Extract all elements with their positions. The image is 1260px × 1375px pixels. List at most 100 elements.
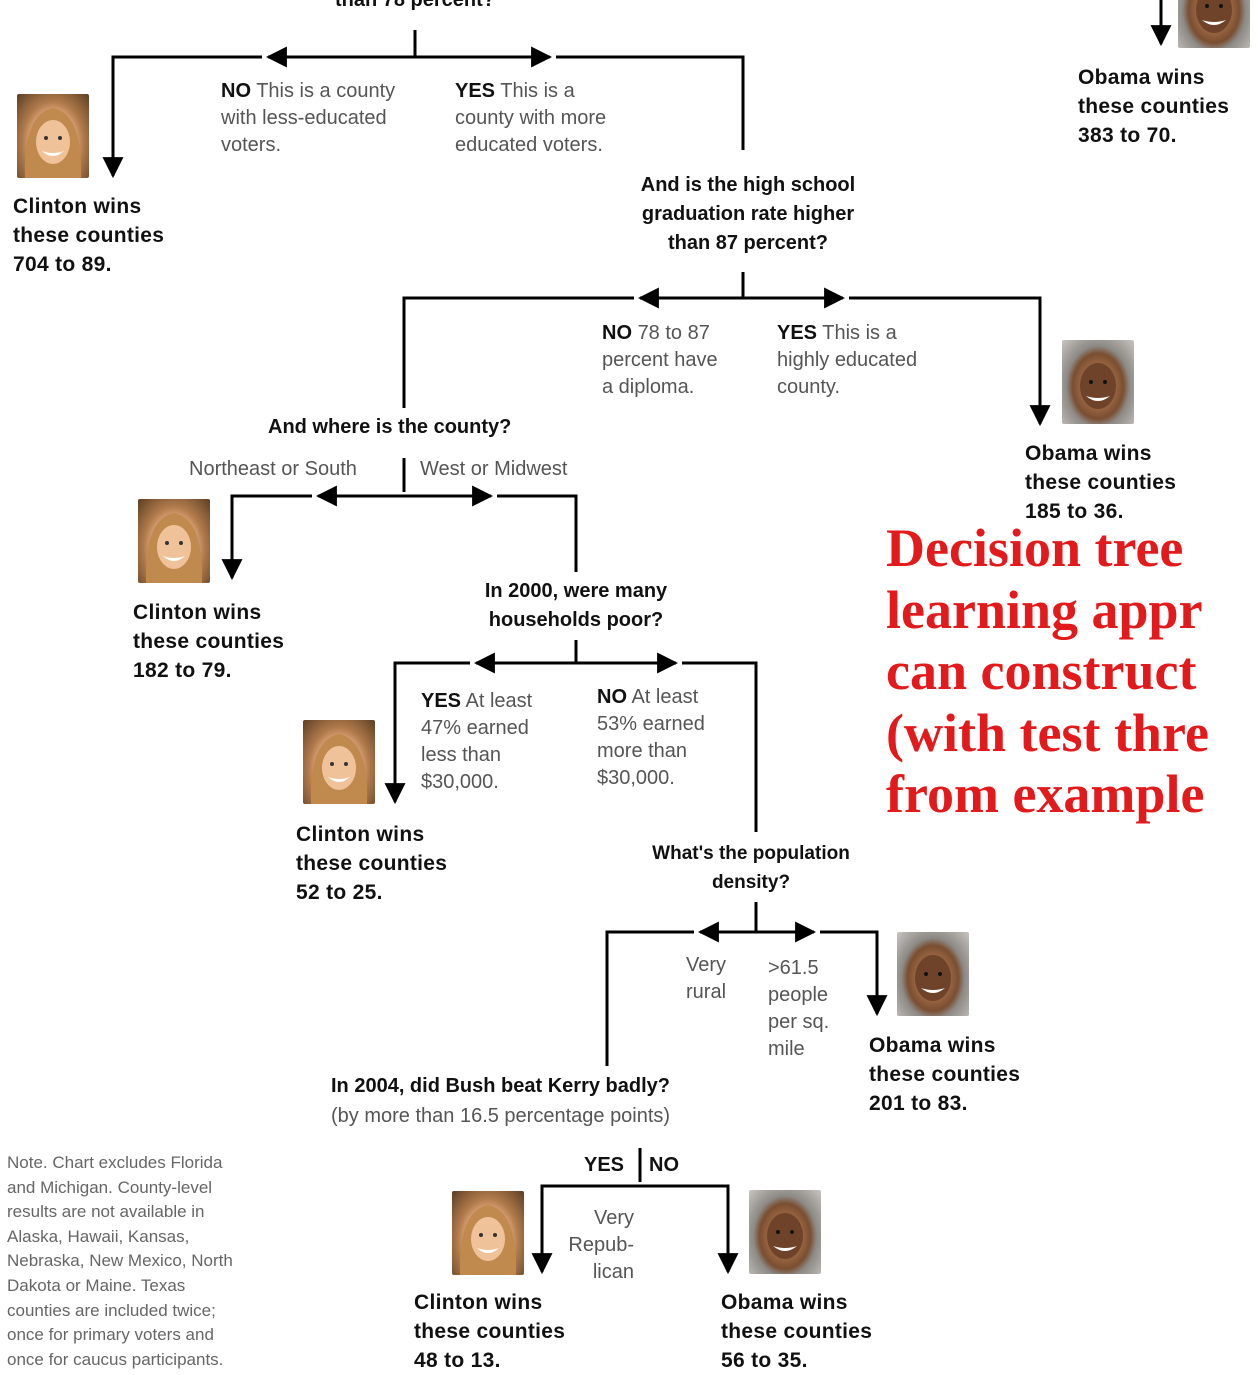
grad-yes-text-1: This is a — [822, 322, 897, 344]
clinton-face-icon — [310, 734, 368, 804]
root-yes-text-3: educated voters. — [455, 134, 603, 156]
clinton-photo — [303, 720, 375, 804]
density-right-branch — [820, 930, 888, 1017]
overlay-line-4: (with test thre — [886, 702, 1209, 763]
grad-right-branch — [849, 296, 1051, 427]
grad-no-label: NO — [602, 322, 632, 344]
question-grad-rate-line-1: And is the high school — [640, 174, 856, 196]
obama-face-icon — [915, 955, 951, 1001]
result-obama-2-line-1: Obama wins — [1025, 442, 1152, 465]
result-clinton-3-line-2: these counties — [296, 852, 448, 875]
overlay-line-5: from example — [886, 764, 1205, 824]
grad-yes-text-3: county. — [777, 376, 840, 398]
where-left-branch — [221, 494, 312, 581]
clinton-face-icon — [459, 1205, 517, 1275]
result-obama-3-line-3: 201 to 83. — [869, 1092, 968, 1115]
question-poor-line-1: In 2000, were many — [484, 580, 668, 602]
where-left-option: Northeast or South — [189, 458, 357, 480]
result-obama-4-line-2: these counties — [721, 1320, 873, 1343]
result-obama-4-line-1: Obama wins — [721, 1291, 848, 1314]
poor-no-option: NO At least 53% earned more than $30,000… — [597, 684, 705, 792]
result-clinton-4-line-3: 48 to 13. — [414, 1349, 501, 1372]
result-clinton-1: Clinton wins these counties 704 to 89. — [13, 192, 164, 279]
grad-yes-text-2: highly educated — [777, 349, 918, 371]
grad-yes-label: YES — [777, 322, 818, 344]
chart-note: Note. Chart excludes Florida and Michiga… — [7, 1151, 233, 1372]
poor-no-text-3: more than — [597, 740, 688, 762]
result-obama-3: Obama wins these counties 201 to 83. — [869, 1031, 1020, 1118]
poor-yes-text-1: At least — [465, 690, 533, 712]
poor-left-branch — [384, 661, 470, 805]
obama-photo — [749, 1190, 821, 1274]
bush-no-label: NO — [649, 1154, 679, 1176]
grad-no-text-2: percent have — [602, 349, 718, 371]
overlay-caption: Decision tree learning appr can construc… — [886, 518, 1209, 826]
result-clinton-3-line-1: Clinton wins — [296, 823, 425, 846]
obama-photo — [1062, 340, 1134, 424]
clinton-photo — [138, 499, 210, 583]
question-grad-rate: And is the high school graduation rate h… — [598, 171, 898, 258]
poor-yes-text-4: $30,000. — [421, 771, 499, 793]
note-line-8: once for primary voters and — [7, 1325, 214, 1345]
root-no-label: NO — [221, 80, 251, 102]
poor-right-branch — [682, 661, 758, 832]
result-clinton-1-line-2: these counties — [13, 224, 165, 247]
bush-right-branch — [640, 1184, 739, 1275]
poor-yes-option: YES At least 47% earned less than $30,00… — [421, 688, 532, 796]
density-right-text-4: mile — [768, 1038, 805, 1060]
result-obama-2: Obama wins these counties 185 to 36. — [1025, 439, 1176, 526]
result-obama-top-line-3: 383 to 70. — [1078, 124, 1177, 147]
bush-yes-text-2: Repub- — [568, 1234, 634, 1256]
result-obama-4: Obama wins these counties 56 to 35. — [721, 1288, 872, 1375]
root-no-text-2: with less-educated — [221, 107, 387, 129]
poor-no-text-1: At least — [631, 686, 699, 708]
clinton-face-icon — [145, 513, 203, 583]
poor-no-text-2: 53% earned — [597, 713, 705, 735]
root-no-text-1: This is a county — [256, 80, 396, 102]
poor-yes-label: YES — [421, 690, 462, 712]
note-line-7: counties are included twice; — [7, 1300, 216, 1320]
question-density: What's the population density? — [626, 839, 876, 897]
bush-yes-text-1: Very — [593, 1207, 634, 1229]
overlay-line-3: can construct — [886, 641, 1197, 701]
question-poor-households: In 2000, were many households poor? — [446, 577, 706, 635]
bush-yes-label: YES — [584, 1154, 625, 1176]
overlay-line-1: Decision tree — [886, 518, 1184, 578]
where-right-branch — [497, 494, 578, 572]
root-yes-text-2: county with more — [455, 107, 607, 129]
note-line-4: Alaska, Hawaii, Kansas, — [7, 1226, 190, 1246]
note-line-5: Nebraska, New Mexico, North — [7, 1251, 233, 1271]
root-no-text-3: voters. — [221, 134, 282, 156]
result-obama-2-line-3: 185 to 36. — [1025, 500, 1124, 523]
root-no-option: NO This is a county with less-educated v… — [221, 78, 395, 159]
clinton-face-icon — [24, 108, 82, 178]
poor-no-label: NO — [597, 686, 627, 708]
bush-left-branch — [531, 1184, 640, 1275]
overlay-line-2: learning appr — [886, 579, 1203, 640]
where-right-option: West or Midwest — [420, 458, 568, 480]
result-clinton-3-line-3: 52 to 25. — [296, 881, 383, 904]
density-left-branch — [605, 930, 694, 1066]
result-obama-3-line-1: Obama wins — [869, 1034, 996, 1057]
grad-no-text-3: a diploma. — [602, 376, 695, 398]
root-right-branch — [556, 55, 745, 150]
root-question-tail: than 78 percent? — [334, 0, 496, 11]
result-clinton-2-line-2: these counties — [133, 630, 285, 653]
question-bush-line-1: In 2004, did Bush beat Kerry badly? — [331, 1075, 670, 1097]
question-grad-rate-line-2: graduation rate higher — [641, 203, 855, 225]
grad-left-branch — [402, 296, 634, 408]
question-density-line-1: What's the population — [652, 843, 850, 864]
result-clinton-2-line-1: Clinton wins — [133, 601, 262, 624]
root-yes-text-1: This is a — [500, 80, 575, 102]
question-density-line-2: density? — [711, 872, 791, 893]
result-obama-top-line-1: Obama wins — [1078, 66, 1205, 89]
obama-face-icon — [1080, 363, 1116, 409]
result-obama-top-line-2: these counties — [1078, 95, 1230, 118]
obama-photo — [1178, 0, 1250, 48]
clinton-photo — [17, 94, 89, 178]
question-grad-rate-line-3: than 87 percent? — [667, 232, 829, 254]
result-clinton-4: Clinton wins these counties 48 to 13. — [414, 1288, 565, 1375]
grad-no-option: NO 78 to 87 percent have a diploma. — [602, 320, 718, 401]
density-left-text-1: Very — [686, 954, 727, 976]
